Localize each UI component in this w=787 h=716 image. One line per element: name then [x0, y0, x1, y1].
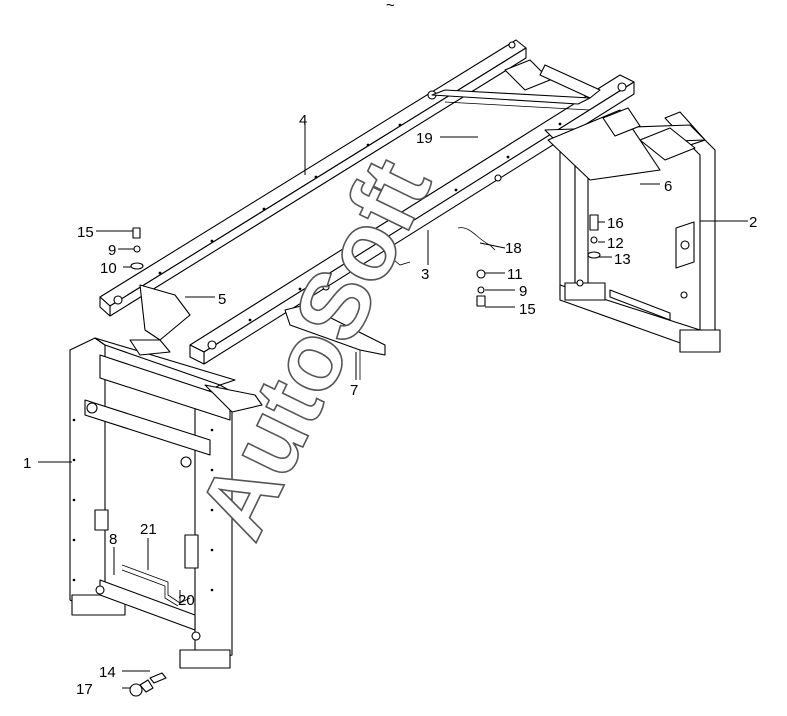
beam-upper [99, 39, 527, 317]
front-bracket [139, 284, 191, 341]
callout-10: 10 [100, 260, 117, 277]
top-mark: ~ [386, 0, 395, 14]
callout-1: 1 [23, 455, 31, 472]
leader-lines [38, 125, 748, 689]
bolt-and-pin [129, 672, 167, 697]
callout-18: 18 [505, 240, 522, 257]
fasteners-middle [476, 269, 486, 307]
callout-8: 8 [109, 531, 117, 548]
clip [457, 227, 496, 251]
beam-lower [189, 74, 635, 365]
callout-21: 21 [140, 521, 157, 538]
callout-13: 13 [614, 251, 631, 268]
callouts: 1 2 3 4 5 6 7 8 9 9 10 11 12 13 14 15 15… [23, 112, 757, 698]
callout-12: 12 [607, 235, 624, 252]
front-frame [69, 337, 263, 669]
callout-15a: 15 [77, 224, 94, 241]
callout-16: 16 [607, 215, 624, 232]
callout-3: 3 [421, 266, 429, 283]
callout-19: 19 [416, 130, 433, 147]
callout-11: 11 [507, 266, 523, 283]
fasteners-right [587, 214, 601, 259]
callout-9b: 9 [519, 283, 527, 300]
callout-14: 14 [99, 664, 116, 681]
tube [121, 564, 191, 604]
callout-15b: 15 [519, 301, 536, 318]
callout-20: 20 [178, 592, 195, 609]
callout-5: 5 [218, 291, 226, 308]
callout-6: 6 [664, 178, 672, 195]
rear-bracket [547, 107, 696, 181]
callout-2: 2 [749, 214, 757, 231]
callout-4: 4 [299, 112, 307, 129]
side-bracket [284, 304, 386, 356]
fasteners-left [130, 227, 144, 270]
callout-9a: 9 [108, 242, 116, 259]
callout-7: 7 [350, 382, 358, 399]
callout-17: 17 [76, 681, 93, 698]
